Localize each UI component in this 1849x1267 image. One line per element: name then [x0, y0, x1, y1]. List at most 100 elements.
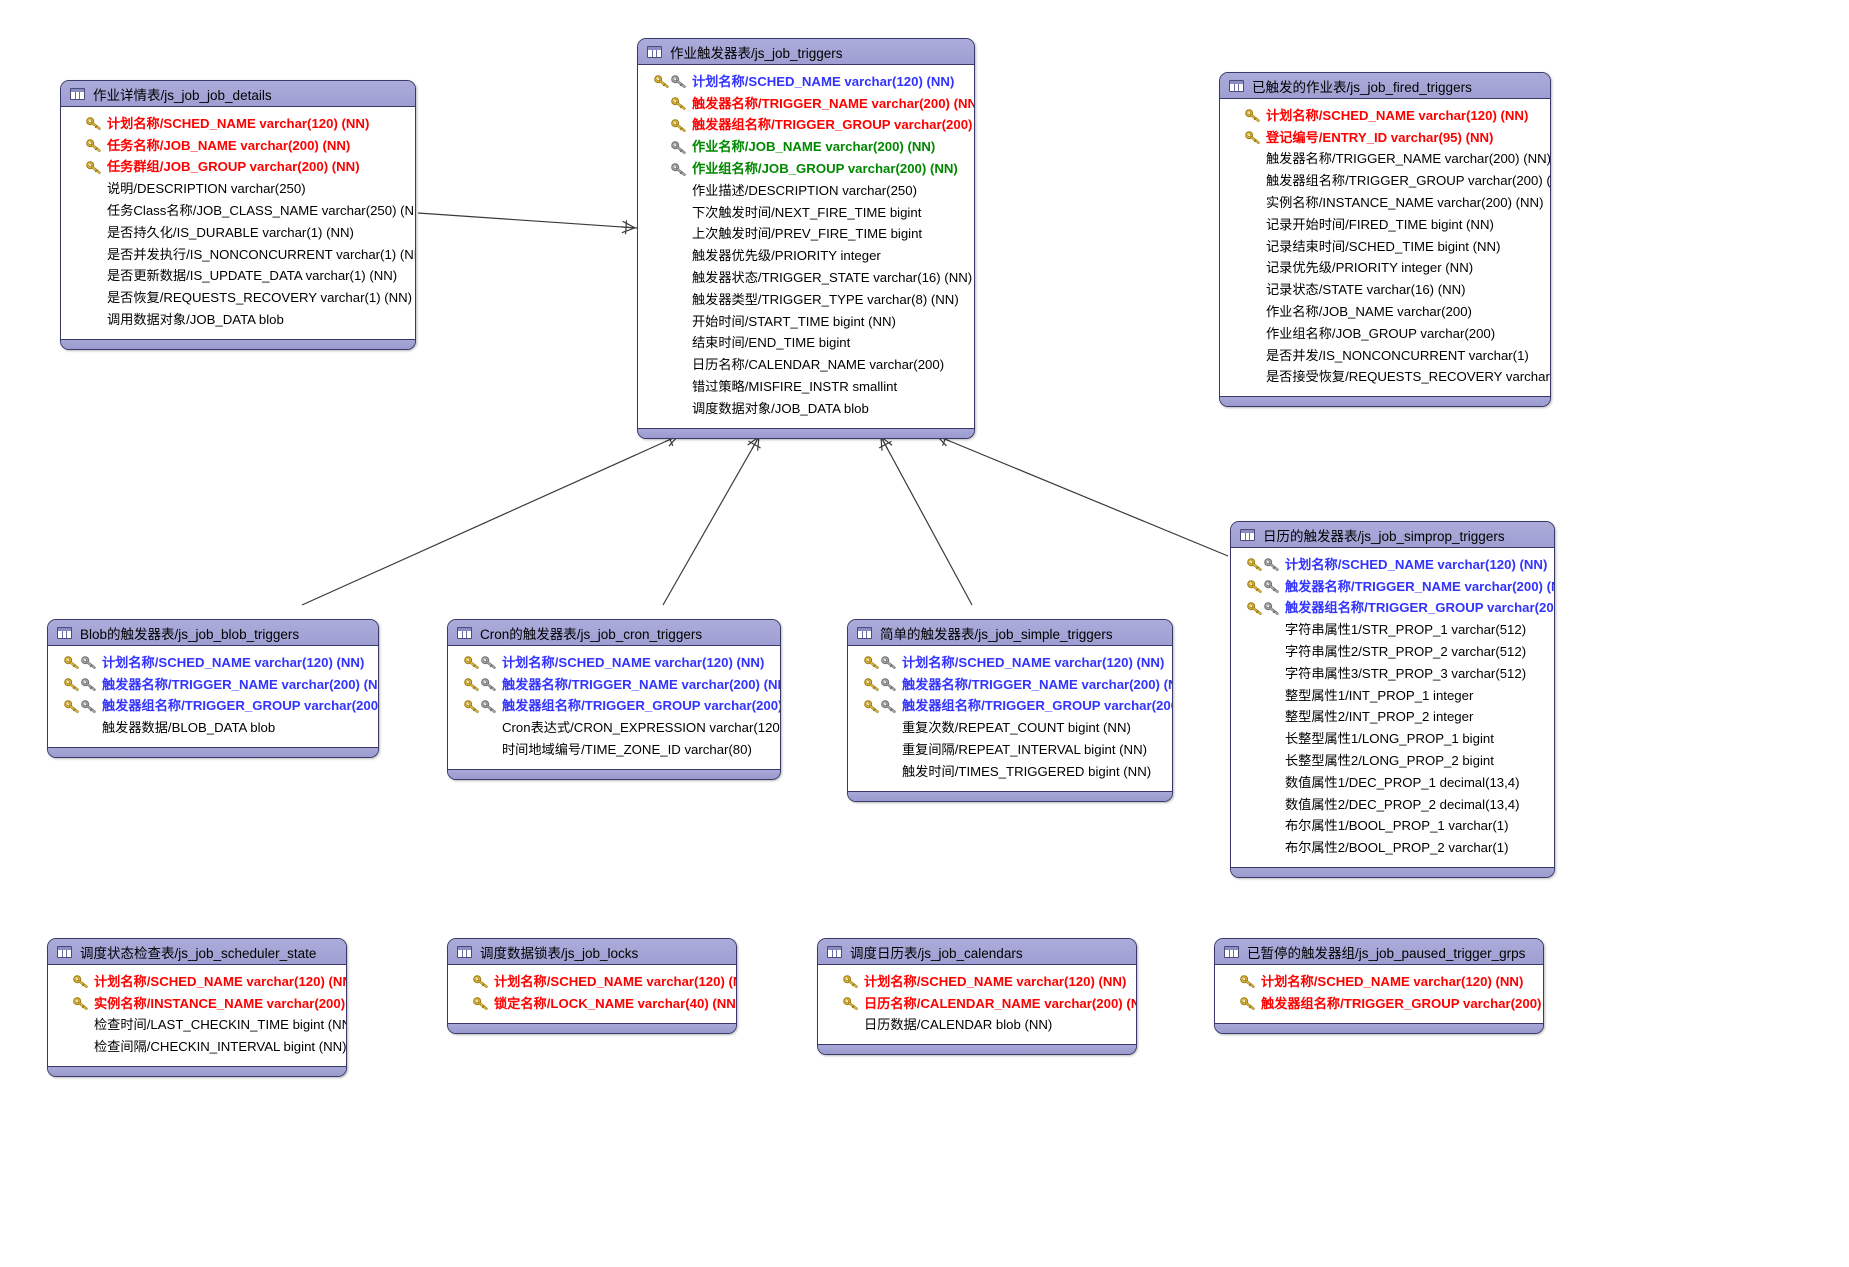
entity-attribute-row[interactable]: 结束时间/END_TIME bigint	[638, 333, 966, 355]
entity-attribute-row[interactable]: 触发器组名称/TRIGGER_GROUP varchar(200) (NN)	[1220, 170, 1550, 192]
entity-attribute-row[interactable]: 作业名称/JOB_NAME varchar(200) (NN)	[638, 136, 966, 158]
entity-attribute-row[interactable]: 数值属性2/DEC_PROP_2 decimal(13,4)	[1231, 794, 1546, 816]
entity-attribute-row[interactable]: 检查间隔/CHECKIN_INTERVAL bigint (NN)	[48, 1036, 346, 1058]
entity-attribute-row[interactable]: 作业名称/JOB_NAME varchar(200)	[1220, 301, 1542, 323]
entity-attribute-row[interactable]: 时间地域编号/TIME_ZONE_ID varchar(80)	[448, 739, 772, 761]
entity-attribute-row[interactable]: 计划名称/SCHED_NAME varchar(120) (NN)	[848, 652, 1164, 674]
entity-attribute-row[interactable]: 计划名称/SCHED_NAME varchar(120) (NN)	[1220, 105, 1542, 127]
entity-attribute-row[interactable]: 重复间隔/REPEAT_INTERVAL bigint (NN)	[848, 739, 1164, 761]
entity-attribute-row[interactable]: 任务Class名称/JOB_CLASS_NAME varchar(250) (N…	[61, 200, 415, 222]
entity-attribute-row[interactable]: 长整型属性1/LONG_PROP_1 bigint	[1231, 728, 1546, 750]
entity-attribute-row[interactable]: 说明/DESCRIPTION varchar(250)	[61, 178, 407, 200]
entity-attribute-row[interactable]: 记录状态/STATE varchar(16) (NN)	[1220, 279, 1542, 301]
entity-attribute-row[interactable]: 触发器组名称/TRIGGER_GROUP varchar(200) (NN)	[1215, 993, 1543, 1015]
entity-attribute-row[interactable]: 计划名称/SCHED_NAME varchar(120) (NN)	[1231, 554, 1547, 576]
entity-attribute-row[interactable]: 是否并发/IS_NONCONCURRENT varchar(1)	[1220, 345, 1542, 367]
entity-attribute-row[interactable]: 长整型属性2/LONG_PROP_2 bigint	[1231, 750, 1546, 772]
entity-attribute-row[interactable]: 触发器名称/TRIGGER_NAME varchar(200) (NN)	[448, 674, 780, 696]
entity-attribute-row[interactable]: 记录开始时间/FIRED_TIME bigint (NN)	[1220, 214, 1542, 236]
entity-attribute-row[interactable]: 计划名称/SCHED_NAME varchar(120) (NN)	[48, 652, 370, 674]
entity-header-blob_triggers[interactable]: Blob的触发器表/js_job_blob_triggers	[48, 620, 378, 646]
entity-blob_triggers[interactable]: Blob的触发器表/js_job_blob_triggers 计划名称/SCHED…	[47, 619, 379, 759]
entity-attribute-row[interactable]: 实例名称/INSTANCE_NAME varchar(200) (NN)	[1220, 192, 1543, 214]
entity-header-scheduler_state[interactable]: 调度状态检查表/js_job_scheduler_state	[48, 939, 346, 965]
entity-header-job_triggers[interactable]: 作业触发器表/js_job_triggers	[638, 39, 974, 65]
entity-header-calendars[interactable]: 调度日历表/js_job_calendars	[818, 939, 1136, 965]
entity-header-paused_trigger_grps[interactable]: 已暂停的触发器组/js_job_paused_trigger_grps	[1215, 939, 1543, 965]
rel-blob-triggers[interactable]	[301, 432, 681, 606]
entity-attribute-row[interactable]: 触发器名称/TRIGGER_NAME varchar(200) (NN)	[48, 674, 378, 696]
entity-attribute-row[interactable]: 计划名称/SCHED_NAME varchar(120) (NN)	[818, 971, 1128, 993]
entity-attribute-row[interactable]: 整型属性2/INT_PROP_2 integer	[1231, 707, 1546, 729]
entity-attribute-row[interactable]: 日历名称/CALENDAR_NAME varchar(200) (NN)	[818, 993, 1136, 1015]
entity-attribute-row[interactable]: 字符串属性3/STR_PROP_3 varchar(512)	[1231, 663, 1546, 685]
entity-attribute-row[interactable]: 触发器组名称/TRIGGER_GROUP varchar(200) (NN)	[1231, 598, 1554, 620]
entity-simple_triggers[interactable]: 简单的触发器表/js_job_simple_triggers 计划名称/SCHED…	[847, 619, 1173, 802]
entity-attribute-row[interactable]: 调用数据对象/JOB_DATA blob	[61, 309, 407, 331]
rel-simprop-triggers[interactable]	[934, 432, 1229, 557]
entity-header-simprop_triggers[interactable]: 日历的触发器表/js_job_simprop_triggers	[1231, 522, 1554, 548]
entity-attribute-row[interactable]: 记录优先级/PRIORITY integer (NN)	[1220, 258, 1542, 280]
entity-attribute-row[interactable]: 计划名称/SCHED_NAME varchar(120) (NN)	[448, 652, 772, 674]
entity-attribute-row[interactable]: 日历数据/CALENDAR blob (NN)	[818, 1015, 1128, 1037]
entity-attribute-row[interactable]: 作业描述/DESCRIPTION varchar(250)	[638, 180, 966, 202]
entity-fired_triggers[interactable]: 已触发的作业表/js_job_fired_triggers 计划名称/SCHED_…	[1219, 72, 1551, 408]
entity-attribute-row[interactable]: 触发器优先级/PRIORITY integer	[638, 245, 966, 267]
entity-attribute-row[interactable]: 触发器组名称/TRIGGER_GROUP varchar(200) (NN)	[848, 696, 1172, 718]
entity-attribute-row[interactable]: 字符串属性2/STR_PROP_2 varchar(512)	[1231, 641, 1546, 663]
entity-attribute-row[interactable]: 是否持久化/IS_DURABLE varchar(1) (NN)	[61, 222, 407, 244]
entity-attribute-row[interactable]: 记录结束时间/SCHED_TIME bigint (NN)	[1220, 236, 1542, 258]
entity-attribute-row[interactable]: 触发器名称/TRIGGER_NAME varchar(200) (NN)	[1220, 149, 1550, 171]
entity-attribute-row[interactable]: 触发器名称/TRIGGER_NAME varchar(200) (NN)	[638, 93, 974, 115]
entity-attribute-row[interactable]: 触发器名称/TRIGGER_NAME varchar(200) (NN)	[848, 674, 1172, 696]
entity-attribute-row[interactable]: 调度数据对象/JOB_DATA blob	[638, 398, 966, 420]
entity-attribute-row[interactable]: 检查时间/LAST_CHECKIN_TIME bigint (NN)	[48, 1015, 346, 1037]
entity-attribute-row[interactable]: 作业组名称/JOB_GROUP varchar(200) (NN)	[638, 158, 966, 180]
entity-attribute-row[interactable]: 重复次数/REPEAT_COUNT bigint (NN)	[848, 717, 1164, 739]
entity-attribute-row[interactable]: 是否并发执行/IS_NONCONCURRENT varchar(1) (NN)	[61, 244, 415, 266]
entity-attribute-row[interactable]: 布尔属性2/BOOL_PROP_2 varchar(1)	[1231, 837, 1546, 859]
entity-header-locks[interactable]: 调度数据锁表/js_job_locks	[448, 939, 736, 965]
entity-attribute-row[interactable]: Cron表达式/CRON_EXPRESSION varchar(120) (NN…	[448, 717, 780, 739]
entity-attribute-row[interactable]: 是否接受恢复/REQUESTS_RECOVERY varchar(1)	[1220, 367, 1550, 389]
rel-simple-triggers[interactable]	[878, 434, 973, 606]
entity-attribute-row[interactable]: 登记编号/ENTRY_ID varchar(95) (NN)	[1220, 127, 1542, 149]
entity-attribute-row[interactable]: 计划名称/SCHED_NAME varchar(120) (NN)	[1215, 971, 1535, 993]
entity-attribute-row[interactable]: 开始时间/START_TIME bigint (NN)	[638, 311, 966, 333]
entity-header-fired_triggers[interactable]: 已触发的作业表/js_job_fired_triggers	[1220, 73, 1550, 99]
rel-details-triggers[interactable]	[417, 212, 638, 235]
entity-attribute-row[interactable]: 是否更新数据/IS_UPDATE_DATA varchar(1) (NN)	[61, 266, 407, 288]
entity-attribute-row[interactable]: 触发器组名称/TRIGGER_GROUP varchar(200) (NN)	[638, 115, 974, 137]
entity-attribute-row[interactable]: 下次触发时间/NEXT_FIRE_TIME bigint	[638, 202, 966, 224]
entity-paused_trigger_grps[interactable]: 已暂停的触发器组/js_job_paused_trigger_grps 计划名称/…	[1214, 938, 1544, 1034]
rel-cron-triggers[interactable]	[662, 434, 761, 606]
entity-attribute-row[interactable]: 作业组名称/JOB_GROUP varchar(200)	[1220, 323, 1542, 345]
entity-header-simple_triggers[interactable]: 简单的触发器表/js_job_simple_triggers	[848, 620, 1172, 646]
entity-attribute-row[interactable]: 任务群组/JOB_GROUP varchar(200) (NN)	[61, 157, 407, 179]
entity-attribute-row[interactable]: 锁定名称/LOCK_NAME varchar(40) (NN)	[448, 993, 736, 1015]
entity-attribute-row[interactable]: 上次触发时间/PREV_FIRE_TIME bigint	[638, 224, 966, 246]
entity-attribute-row[interactable]: 布尔属性1/BOOL_PROP_1 varchar(1)	[1231, 816, 1546, 838]
entity-locks[interactable]: 调度数据锁表/js_job_locks 计划名称/SCHED_NAME varch…	[447, 938, 737, 1034]
entity-attribute-row[interactable]: 触发时间/TIMES_TRIGGERED bigint (NN)	[848, 761, 1164, 783]
entity-attribute-row[interactable]: 触发器组名称/TRIGGER_GROUP varchar(200) (NN)	[448, 696, 780, 718]
entity-attribute-row[interactable]: 触发器名称/TRIGGER_NAME varchar(200) (NN)	[1231, 576, 1554, 598]
entity-attribute-row[interactable]: 计划名称/SCHED_NAME varchar(120) (NN)	[61, 113, 407, 135]
entity-attribute-row[interactable]: 任务名称/JOB_NAME varchar(200) (NN)	[61, 135, 407, 157]
entity-attribute-row[interactable]: 触发器类型/TRIGGER_TYPE varchar(8) (NN)	[638, 289, 966, 311]
entity-attribute-row[interactable]: 整型属性1/INT_PROP_1 integer	[1231, 685, 1546, 707]
entity-attribute-row[interactable]: 日历名称/CALENDAR_NAME varchar(200)	[638, 354, 966, 376]
entity-attribute-row[interactable]: 触发器组名称/TRIGGER_GROUP varchar(200) (NN)	[48, 696, 378, 718]
entity-attribute-row[interactable]: 是否恢复/REQUESTS_RECOVERY varchar(1) (NN)	[61, 287, 412, 309]
entity-calendars[interactable]: 调度日历表/js_job_calendars 计划名称/SCHED_NAME va…	[817, 938, 1137, 1056]
entity-header-job_details[interactable]: 作业详情表/js_job_job_details	[61, 81, 415, 107]
entity-attribute-row[interactable]: 字符串属性1/STR_PROP_1 varchar(512)	[1231, 619, 1546, 641]
entity-attribute-row[interactable]: 错过策略/MISFIRE_INSTR smallint	[638, 376, 966, 398]
entity-scheduler_state[interactable]: 调度状态检查表/js_job_scheduler_state 计划名称/SCHED…	[47, 938, 347, 1078]
entity-header-cron_triggers[interactable]: Cron的触发器表/js_job_cron_triggers	[448, 620, 780, 646]
entity-attribute-row[interactable]: 数值属性1/DEC_PROP_1 decimal(13,4)	[1231, 772, 1546, 794]
entity-attribute-row[interactable]: 计划名称/SCHED_NAME varchar(120) (NN)	[48, 971, 346, 993]
entity-attribute-row[interactable]: 计划名称/SCHED_NAME varchar(120) (NN)	[448, 971, 736, 993]
entity-attribute-row[interactable]: 触发器数据/BLOB_DATA blob	[48, 717, 370, 739]
